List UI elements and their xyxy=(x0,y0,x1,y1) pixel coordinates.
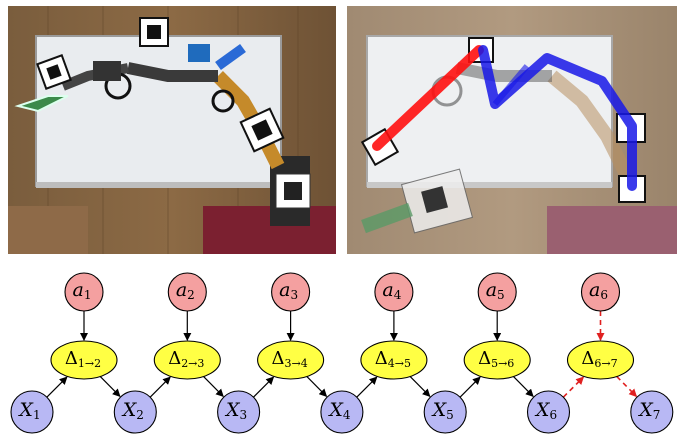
state-label-2: X2 xyxy=(121,399,144,422)
edge-delta-1-to-state xyxy=(99,376,121,398)
action-label-5: a5 xyxy=(486,279,505,302)
delta-label-5: Δ5→6 xyxy=(478,348,514,370)
action-label-3-base: a xyxy=(279,279,290,301)
delta-node-2 xyxy=(153,340,221,380)
action-label-2: a2 xyxy=(176,279,195,302)
edge-state-1-to-delta xyxy=(46,376,68,398)
delta-label-6-base: Δ xyxy=(581,348,594,369)
state-label-2-subscript: 2 xyxy=(136,408,144,422)
delta-label-2-base: Δ xyxy=(168,348,181,369)
edge-state-3-to-delta xyxy=(253,376,275,398)
delta-label-5-base: Δ xyxy=(478,348,491,369)
state-label-4-base: X xyxy=(327,399,344,421)
delta-label-1-base: Δ xyxy=(65,348,78,369)
edge-state-6-to-delta xyxy=(562,376,585,398)
state-node-4 xyxy=(320,390,364,434)
action-label-3: a3 xyxy=(279,279,298,302)
state-label-6: X6 xyxy=(534,399,557,422)
delta-label-2: Δ2→3 xyxy=(168,348,204,370)
state-label-3-base: X xyxy=(224,399,241,421)
graph-edges xyxy=(46,311,638,398)
edge-delta-4-to-state xyxy=(409,376,431,398)
action-node-3 xyxy=(271,272,311,312)
edge-delta-5-to-state xyxy=(513,376,534,398)
delta-label-2-subscript: 2→3 xyxy=(181,357,204,370)
action-label-6: a6 xyxy=(589,279,608,302)
state-label-1: X1 xyxy=(17,399,40,422)
delta-label-1-subscript: 1→2 xyxy=(78,357,101,370)
action-label-3-subscript: 3 xyxy=(290,288,298,302)
delta-label-3-subscript: 3→4 xyxy=(284,357,307,370)
state-label-3-subscript: 3 xyxy=(240,408,248,422)
action-node-6 xyxy=(580,272,621,312)
action-label-2-subscript: 2 xyxy=(187,288,195,302)
robot-arm-with-pose-overlay-photo xyxy=(347,6,677,254)
state-label-5-base: X xyxy=(431,399,448,421)
delta-node-4 xyxy=(360,340,428,380)
action-label-6-base: a xyxy=(589,279,600,301)
state-node-1 xyxy=(10,390,54,434)
delta-label-4-subscript: 4→5 xyxy=(388,357,411,370)
action-label-5-subscript: 5 xyxy=(497,288,505,302)
state-label-7-subscript: 7 xyxy=(653,408,661,422)
action-label-6-subscript: 6 xyxy=(600,288,608,302)
action-label-4-subscript: 4 xyxy=(394,288,402,302)
state-node-7 xyxy=(630,390,674,434)
action-node-2 xyxy=(167,272,207,312)
state-node-6 xyxy=(526,390,571,434)
action-node-4 xyxy=(374,272,414,312)
state-label-4: X4 xyxy=(327,399,351,422)
action-label-4: a4 xyxy=(382,279,401,302)
state-label-6-subscript: 6 xyxy=(549,408,557,422)
edge-delta-2-to-state xyxy=(203,376,224,398)
state-label-1-subscript: 1 xyxy=(33,408,41,422)
delta-node-6 xyxy=(566,340,635,380)
action-label-2-base: a xyxy=(176,279,187,301)
edge-delta-6-to-state xyxy=(616,375,638,398)
robot-arm-with-markers-photo xyxy=(8,6,336,254)
state-label-5-subscript: 5 xyxy=(446,408,454,422)
delta-label-4: Δ4→5 xyxy=(375,348,411,370)
action-node-5 xyxy=(477,272,517,312)
action-label-5-base: a xyxy=(486,279,497,301)
delta-label-3-base: Δ xyxy=(271,348,284,369)
edge-state-5-to-delta xyxy=(459,376,481,398)
action-label-1-subscript: 1 xyxy=(84,288,92,302)
state-label-6-base: X xyxy=(534,399,551,421)
state-node-5 xyxy=(423,390,467,434)
action-node-1 xyxy=(64,272,104,312)
robot-photo-left xyxy=(8,6,336,254)
delta-node-1 xyxy=(50,340,118,380)
state-label-3: X3 xyxy=(224,399,247,422)
edge-state-2-to-delta xyxy=(149,376,171,398)
state-node-2 xyxy=(113,390,157,434)
delta-label-1: Δ1→2 xyxy=(65,348,101,370)
state-node-3 xyxy=(217,390,261,434)
delta-label-6-subscript: 6→7 xyxy=(594,357,617,370)
state-label-4-subscript: 4 xyxy=(343,408,351,422)
delta-label-6: Δ6→7 xyxy=(581,348,617,370)
action-label-4-base: a xyxy=(382,279,393,301)
delta-node-5 xyxy=(463,340,531,380)
state-label-7: X7 xyxy=(637,399,660,422)
robot-photo-right xyxy=(347,6,677,254)
state-label-5: X5 xyxy=(431,399,454,422)
delta-node-3 xyxy=(257,340,325,380)
delta-label-4-base: Δ xyxy=(375,348,388,369)
action-label-1: a1 xyxy=(73,279,92,302)
state-label-7-base: X xyxy=(637,399,654,421)
state-label-2-base: X xyxy=(121,399,138,421)
state-label-1-base: X xyxy=(17,399,34,421)
action-label-1-base: a xyxy=(73,279,84,301)
edge-delta-3-to-state xyxy=(306,376,328,398)
edge-state-4-to-delta xyxy=(356,376,378,398)
delta-label-3: Δ3→4 xyxy=(271,348,307,370)
delta-label-5-subscript: 5→6 xyxy=(491,357,514,370)
